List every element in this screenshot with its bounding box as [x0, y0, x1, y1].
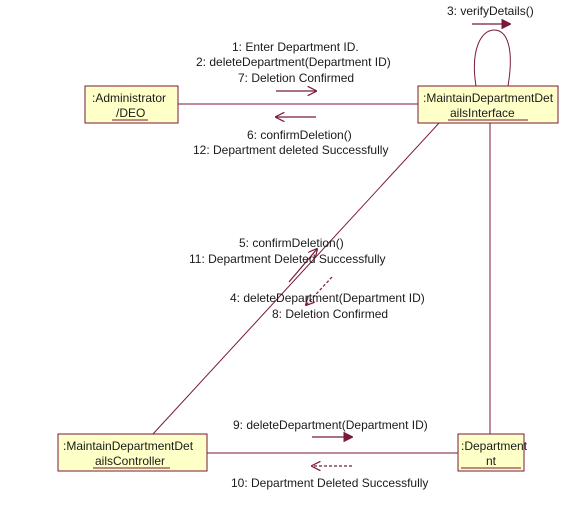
- arrow-ctrl-to-ui: [288, 249, 317, 283]
- msg-ctrl-to-ui-1: 5: confirmDeletion(): [239, 236, 344, 250]
- object-interface[interactable]: :MaintainDepartmentDet ailsInterface: [417, 85, 559, 124]
- object-controller-label-2: ailsController: [95, 454, 165, 468]
- msg-self-call: 3: verifyDetails(): [447, 4, 534, 18]
- msg-admin-to-ui-3: 7: Deletion Confirmed: [238, 71, 354, 85]
- object-interface-label-1: :MaintainDepartmentDet: [423, 91, 554, 105]
- link-interface-self: [473, 29, 511, 87]
- object-department[interactable]: :Department nt: [457, 433, 528, 472]
- msg-ui-to-ctrl-1: 4: deleteDepartment(Department ID): [230, 291, 425, 305]
- object-administrator-label-2: /DEO: [116, 106, 145, 120]
- object-controller[interactable]: :MaintainDepartmentDet ailsController: [57, 433, 208, 472]
- link-interface-controller: [152, 121, 441, 435]
- object-department-label-1: :Department: [461, 439, 528, 453]
- message-arrows: [276, 24, 510, 466]
- object-controller-label-1: :MaintainDepartmentDet: [63, 439, 194, 453]
- object-department-label-2: nt: [486, 454, 497, 468]
- links: [152, 29, 511, 454]
- object-administrator[interactable]: :Administrator /DEO: [84, 85, 179, 124]
- object-interface-label-2: ailsInterface: [450, 106, 515, 120]
- msg-ui-to-admin-2: 12: Department deleted Successfully: [193, 143, 388, 157]
- msg-ctrl-to-dept: 9: deleteDepartment(Department ID): [233, 418, 428, 432]
- msg-ui-to-ctrl-2: 8: Deletion Confirmed: [272, 307, 388, 321]
- msg-admin-to-ui-1: 1: Enter Department ID.: [232, 40, 359, 54]
- object-administrator-label-1: :Administrator: [92, 91, 166, 105]
- msg-ctrl-to-ui-2: 11: Department Deleted Successfully: [189, 252, 386, 266]
- msg-admin-to-ui-2: 2: deleteDepartment(Department ID): [196, 55, 391, 69]
- msg-ui-to-admin-1: 6: confirmDeletion(): [247, 128, 352, 142]
- msg-dept-to-ctrl: 10: Department Deleted Successfully: [231, 476, 428, 490]
- arrow-ui-to-ctrl: [306, 276, 333, 305]
